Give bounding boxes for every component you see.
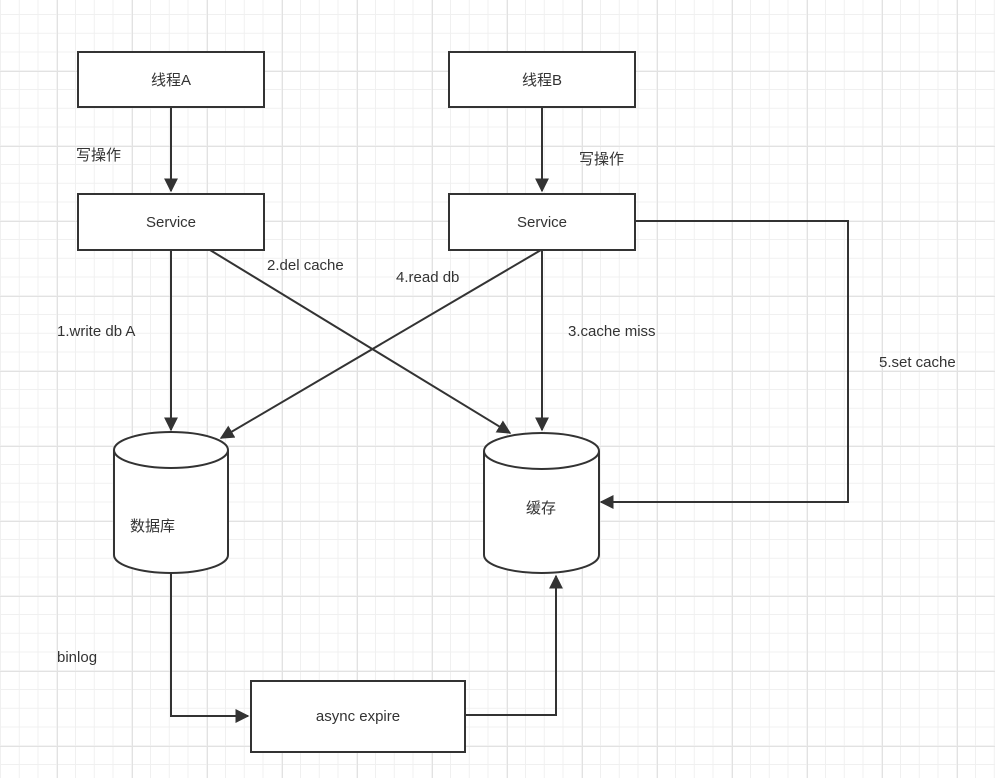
edge-async-expire-to-cache (466, 574, 563, 716)
service-b-node[interactable]: Service (448, 193, 636, 251)
async-expire-label: async expire (315, 708, 401, 725)
thread-b-label: 线程B (521, 72, 562, 89)
thread-a-label: 线程A (150, 72, 191, 89)
edge-label-set-cache: 5.set cache (879, 354, 956, 371)
database-label: 数据库 (130, 518, 176, 535)
async-expire-node[interactable]: async expire (250, 680, 466, 753)
edge-label-del-cache: 2.del cache (267, 257, 344, 274)
edge-set-cache (599, 220, 849, 509)
service-b-label: Service (516, 213, 568, 231)
service-a-label: Service (145, 213, 197, 231)
edge-label-write-db: 1.write db A (57, 323, 136, 340)
edge-binlog (170, 574, 250, 723)
cache-cylinder (483, 432, 600, 574)
thread-b-node[interactable]: 线程B (448, 51, 636, 108)
cache-label: 缓存 (526, 500, 557, 517)
edge-label-thread-a-write: 写操作 (76, 147, 122, 164)
edge-del-cache (209, 249, 512, 434)
edge-label-binlog: binlog (57, 649, 98, 666)
thread-a-node[interactable]: 线程A (77, 51, 265, 108)
edge-read-db (219, 249, 542, 439)
edge-label-cache-miss: 3.cache miss (568, 323, 656, 340)
database-cylinder (113, 431, 229, 574)
edge-label-thread-b-write: 写操作 (579, 151, 625, 168)
service-a-node[interactable]: Service (77, 193, 265, 251)
edge-label-read-db: 4.read db (396, 269, 460, 286)
